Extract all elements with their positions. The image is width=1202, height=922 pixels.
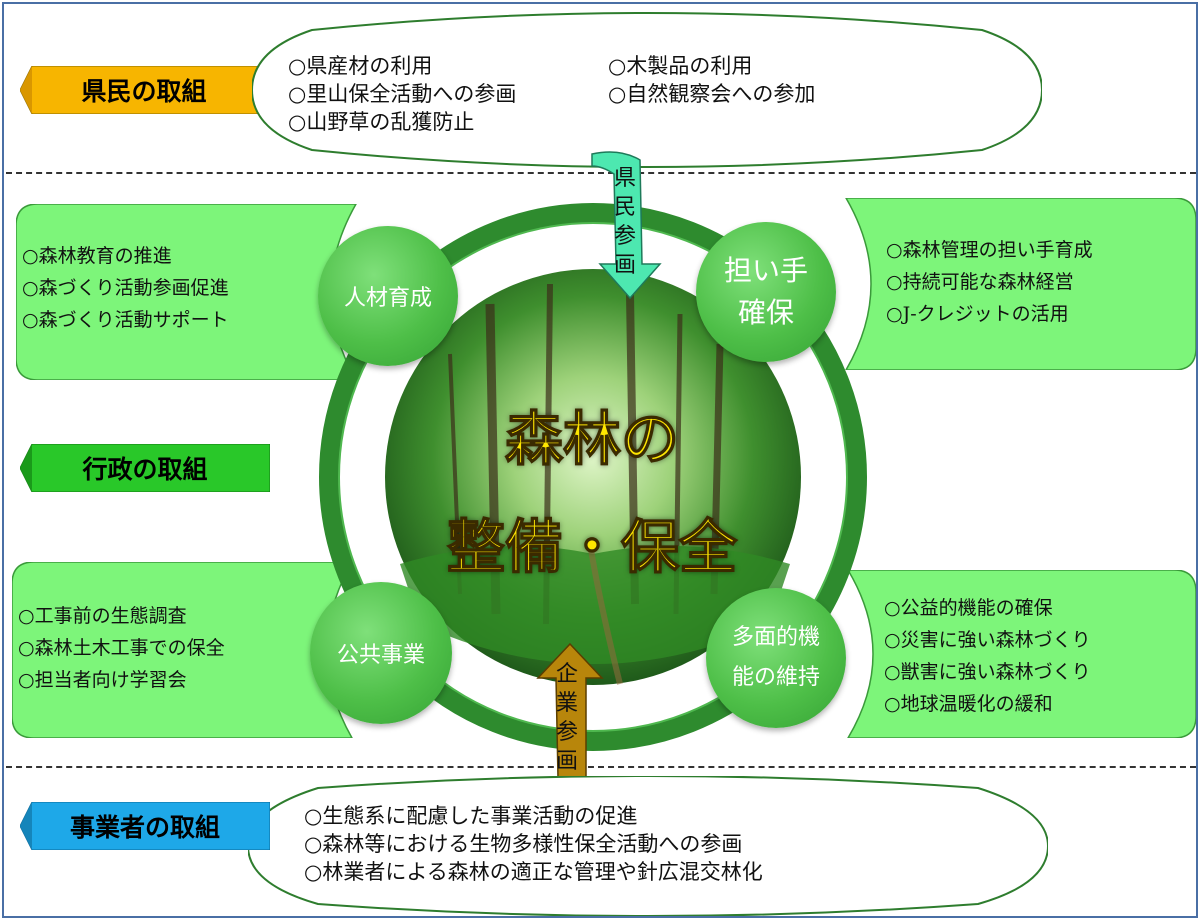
list-item: ○森づくり活動参画促進 xyxy=(22,277,229,299)
citizen-item: ○県産材の利用 xyxy=(288,54,433,78)
circle-label: 人材育成 xyxy=(343,286,432,311)
list-item: ○J-クレジットの活用 xyxy=(886,303,1069,325)
arrow-char: 参 xyxy=(613,224,636,249)
arrow-char: 業 xyxy=(555,691,578,716)
list-item: ○公益的機能の確保 xyxy=(884,597,1053,619)
circle-label: 多面的機 xyxy=(731,625,820,650)
list-item: ○地球温暖化の緩和 xyxy=(884,693,1053,715)
circle-label: 公共事業 xyxy=(336,643,425,668)
arrow-char: 画 xyxy=(613,253,636,278)
government-label: 行政の取組 xyxy=(82,455,208,484)
business-bubble: ○生態系に配慮した事業活動の促進 ○森林等における生物多様性保全活動への参画 ○… xyxy=(248,776,1048,916)
citizen-participation-arrow xyxy=(591,151,662,300)
forest-photo xyxy=(385,269,801,685)
citizen-label: 県民の取組 xyxy=(81,77,207,106)
business-list: ○生態系に配慮した事業活動の促進 ○森林等における生物多様性保全活動への参画 ○… xyxy=(304,802,763,886)
center-title-line2: 整備・保全 xyxy=(446,512,737,581)
list-item: ○工事前の生態調査 xyxy=(18,605,187,627)
list-item: ○獣害に強い森林づくり xyxy=(884,661,1091,683)
box-bottom-left-list: ○工事前の生態調査 ○森林土木工事での保全 ○担当者向け学習会 xyxy=(18,600,225,696)
citizen-arrow-label: 県 民 参 画 xyxy=(610,164,640,280)
government-tag: 行政の取組 xyxy=(20,444,270,492)
citizen-col2: ○木製品の利用 ○自然観察会への参加 xyxy=(608,52,815,108)
citizen-col1: ○県産材の利用 ○里山保全活動への参画 ○山野草の乱獲防止 xyxy=(288,52,516,136)
circle-workforce: 担い手 確保 xyxy=(696,222,836,362)
forest-ring-graphic xyxy=(319,203,867,751)
arrow-char: 画 xyxy=(555,749,578,774)
circle-talent-development: 人材育成 xyxy=(318,226,458,366)
business-item: ○森林等における生物多様性保全活動への参画 xyxy=(304,832,743,856)
arrow-char: 民 xyxy=(613,195,636,220)
citizen-item: ○自然観察会への参加 xyxy=(608,82,816,106)
box-top-right: ○森林管理の担い手育成 ○持続可能な森林経営 ○J-クレジットの活用 xyxy=(816,198,1196,370)
circle-public-works: 公共事業 xyxy=(310,582,452,724)
list-item: ○持続可能な森林経営 xyxy=(886,271,1074,293)
box-top-left: ○森林教育の推進 ○森づくり活動参画促進 ○森づくり活動サポート xyxy=(16,204,386,380)
circle-label: 担い手 xyxy=(723,254,808,287)
divider-top xyxy=(6,172,1196,174)
business-item: ○生態系に配慮した事業活動の促進 xyxy=(304,804,638,828)
list-item: ○担当者向け学習会 xyxy=(18,669,187,691)
business-tag: 事業者の取組 xyxy=(20,802,270,850)
circle-label: 確保 xyxy=(737,296,794,329)
box-top-left-list: ○森林教育の推進 ○森づくり活動参画促進 ○森づくり活動サポート xyxy=(22,240,229,336)
business-label: 事業者の取組 xyxy=(69,813,220,842)
arrow-char: 企 xyxy=(555,662,578,687)
divider-bottom xyxy=(6,766,1196,768)
box-bottom-right-list: ○公益的機能の確保 ○災害に強い森林づくり ○獣害に強い森林づくり ○地球温暖化… xyxy=(884,592,1091,720)
box-bottom-right: ○公益的機能の確保 ○災害に強い森林づくり ○獣害に強い森林づくり ○地球温暖化… xyxy=(818,570,1196,738)
citizen-bubble: ○県産材の利用 ○里山保全活動への参画 ○山野草の乱獲防止 ○木製品の利用 ○自… xyxy=(252,10,1042,170)
box-top-right-list: ○森林管理の担い手育成 ○持続可能な森林経営 ○J-クレジットの活用 xyxy=(886,234,1093,330)
citizen-item: ○里山保全活動への参画 xyxy=(288,82,517,106)
citizen-item: ○山野草の乱獲防止 xyxy=(288,110,475,134)
list-item: ○森林管理の担い手育成 xyxy=(886,239,1093,261)
circle-label: 能の維持 xyxy=(731,665,820,690)
list-item: ○災害に強い森林づくり xyxy=(884,629,1091,651)
business-item: ○林業者による森林の適正な管理や針広混交林化 xyxy=(304,860,763,884)
list-item: ○森づくり活動サポート xyxy=(22,309,229,331)
citizen-tag: 県民の取組 xyxy=(20,66,268,114)
citizen-item: ○木製品の利用 xyxy=(608,54,753,78)
circle-multifunction: 多面的機 能の維持 xyxy=(706,588,846,728)
list-item: ○森林教育の推進 xyxy=(22,245,172,267)
center-title-line1: 森林の xyxy=(504,404,679,473)
business-arrow-label: 企 業 参 画 xyxy=(552,660,582,776)
list-item: ○森林土木工事での保全 xyxy=(18,637,225,659)
arrow-char: 県 xyxy=(613,166,636,191)
arrow-char: 参 xyxy=(555,720,578,745)
